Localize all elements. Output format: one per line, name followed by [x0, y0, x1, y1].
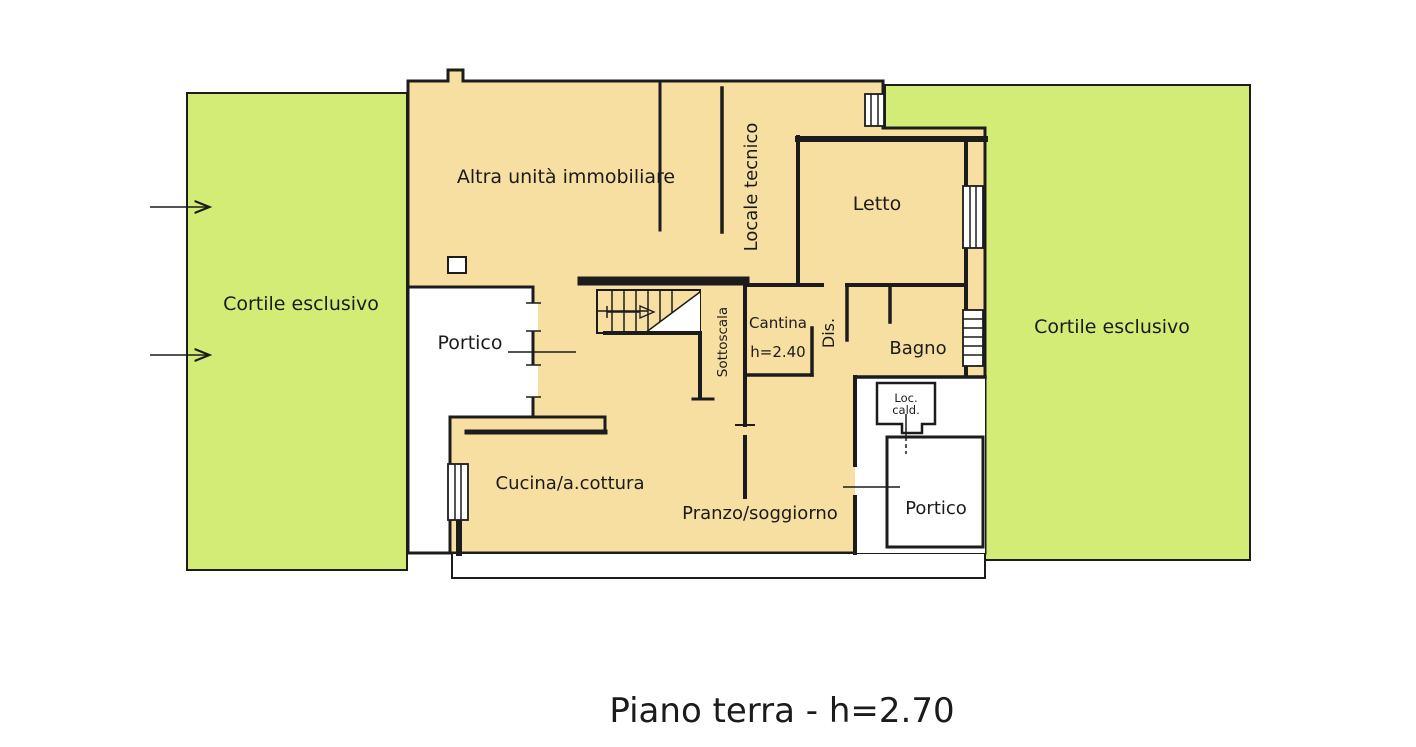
room-label-letto: Letto	[853, 193, 901, 215]
window-top	[864, 93, 885, 127]
courtyard-left	[186, 92, 408, 571]
room-label-pranzo: Pranzo/soggiorno	[682, 503, 838, 524]
stair-direction-arrowhead	[639, 305, 656, 319]
portico-door-gap-2	[528, 365, 538, 397]
staircase	[596, 289, 715, 401]
plinth-step	[451, 552, 986, 579]
room-label-cantina-height: h=2.40	[750, 343, 805, 361]
room-label-cantina: Cantina	[749, 314, 807, 332]
room-label-portico-left: Portico	[437, 332, 502, 354]
understairs-wall	[603, 331, 702, 399]
room-label-loc-cald-1: Loc.	[894, 391, 917, 405]
portico-left-area	[406, 285, 535, 555]
room-label-locale-tecnico: Locale tecnico	[741, 123, 762, 252]
portico-right-room	[885, 435, 985, 549]
room-label-loc-cald-2: cald.	[892, 403, 920, 417]
boiler-room-box	[875, 381, 937, 435]
window-letto	[962, 185, 984, 249]
window-cucina	[447, 463, 469, 521]
plan-title: Piano terra - h=2.70	[609, 691, 954, 731]
windows	[447, 93, 984, 521]
portico-pillar	[447, 256, 467, 274]
room-label-portico-right: Portico	[905, 498, 967, 519]
stair-cut-line	[644, 291, 701, 334]
room-label-bagno: Bagno	[889, 338, 946, 359]
courtyard-right-label: Cortile esclusivo	[1034, 316, 1190, 338]
portico-door-gap-1	[528, 303, 538, 331]
room-label-sottoscala: Sottoscala	[715, 307, 731, 377]
courtyard-left-label: Cortile esclusivo	[223, 293, 379, 315]
room-label-cucina: Cucina/a.cottura	[496, 473, 645, 494]
window-bagno	[962, 309, 984, 367]
room-label-dis: Dis.	[819, 318, 838, 348]
room-label-altra-unita: Altra unità immobiliare	[457, 166, 675, 188]
